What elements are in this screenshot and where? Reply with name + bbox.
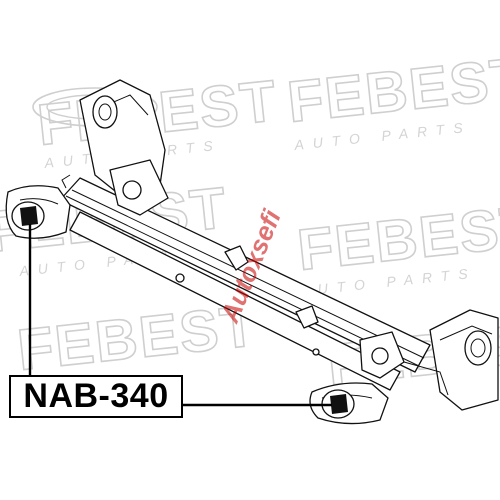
beam-lower-edge bbox=[69, 211, 401, 391]
mid-bracket-2 bbox=[295, 305, 319, 329]
left-hub-hole bbox=[92, 95, 118, 129]
leader-lines bbox=[28, 224, 332, 407]
left-bushing bbox=[20, 206, 38, 226]
highlighted-bushings bbox=[11, 201, 355, 419]
beam-hole bbox=[312, 348, 320, 356]
left-mount-hole bbox=[122, 180, 142, 200]
right-bushing bbox=[330, 394, 348, 414]
torsion-beam-flange bbox=[71, 189, 425, 359]
mid-bracket bbox=[224, 245, 249, 271]
right-hub-hole bbox=[464, 330, 492, 366]
part-number-text: NAB-340 bbox=[23, 377, 169, 415]
part-number-label: NAB-340 bbox=[9, 375, 183, 418]
right-mount-hole bbox=[371, 347, 389, 365]
beam-hole bbox=[175, 273, 185, 283]
